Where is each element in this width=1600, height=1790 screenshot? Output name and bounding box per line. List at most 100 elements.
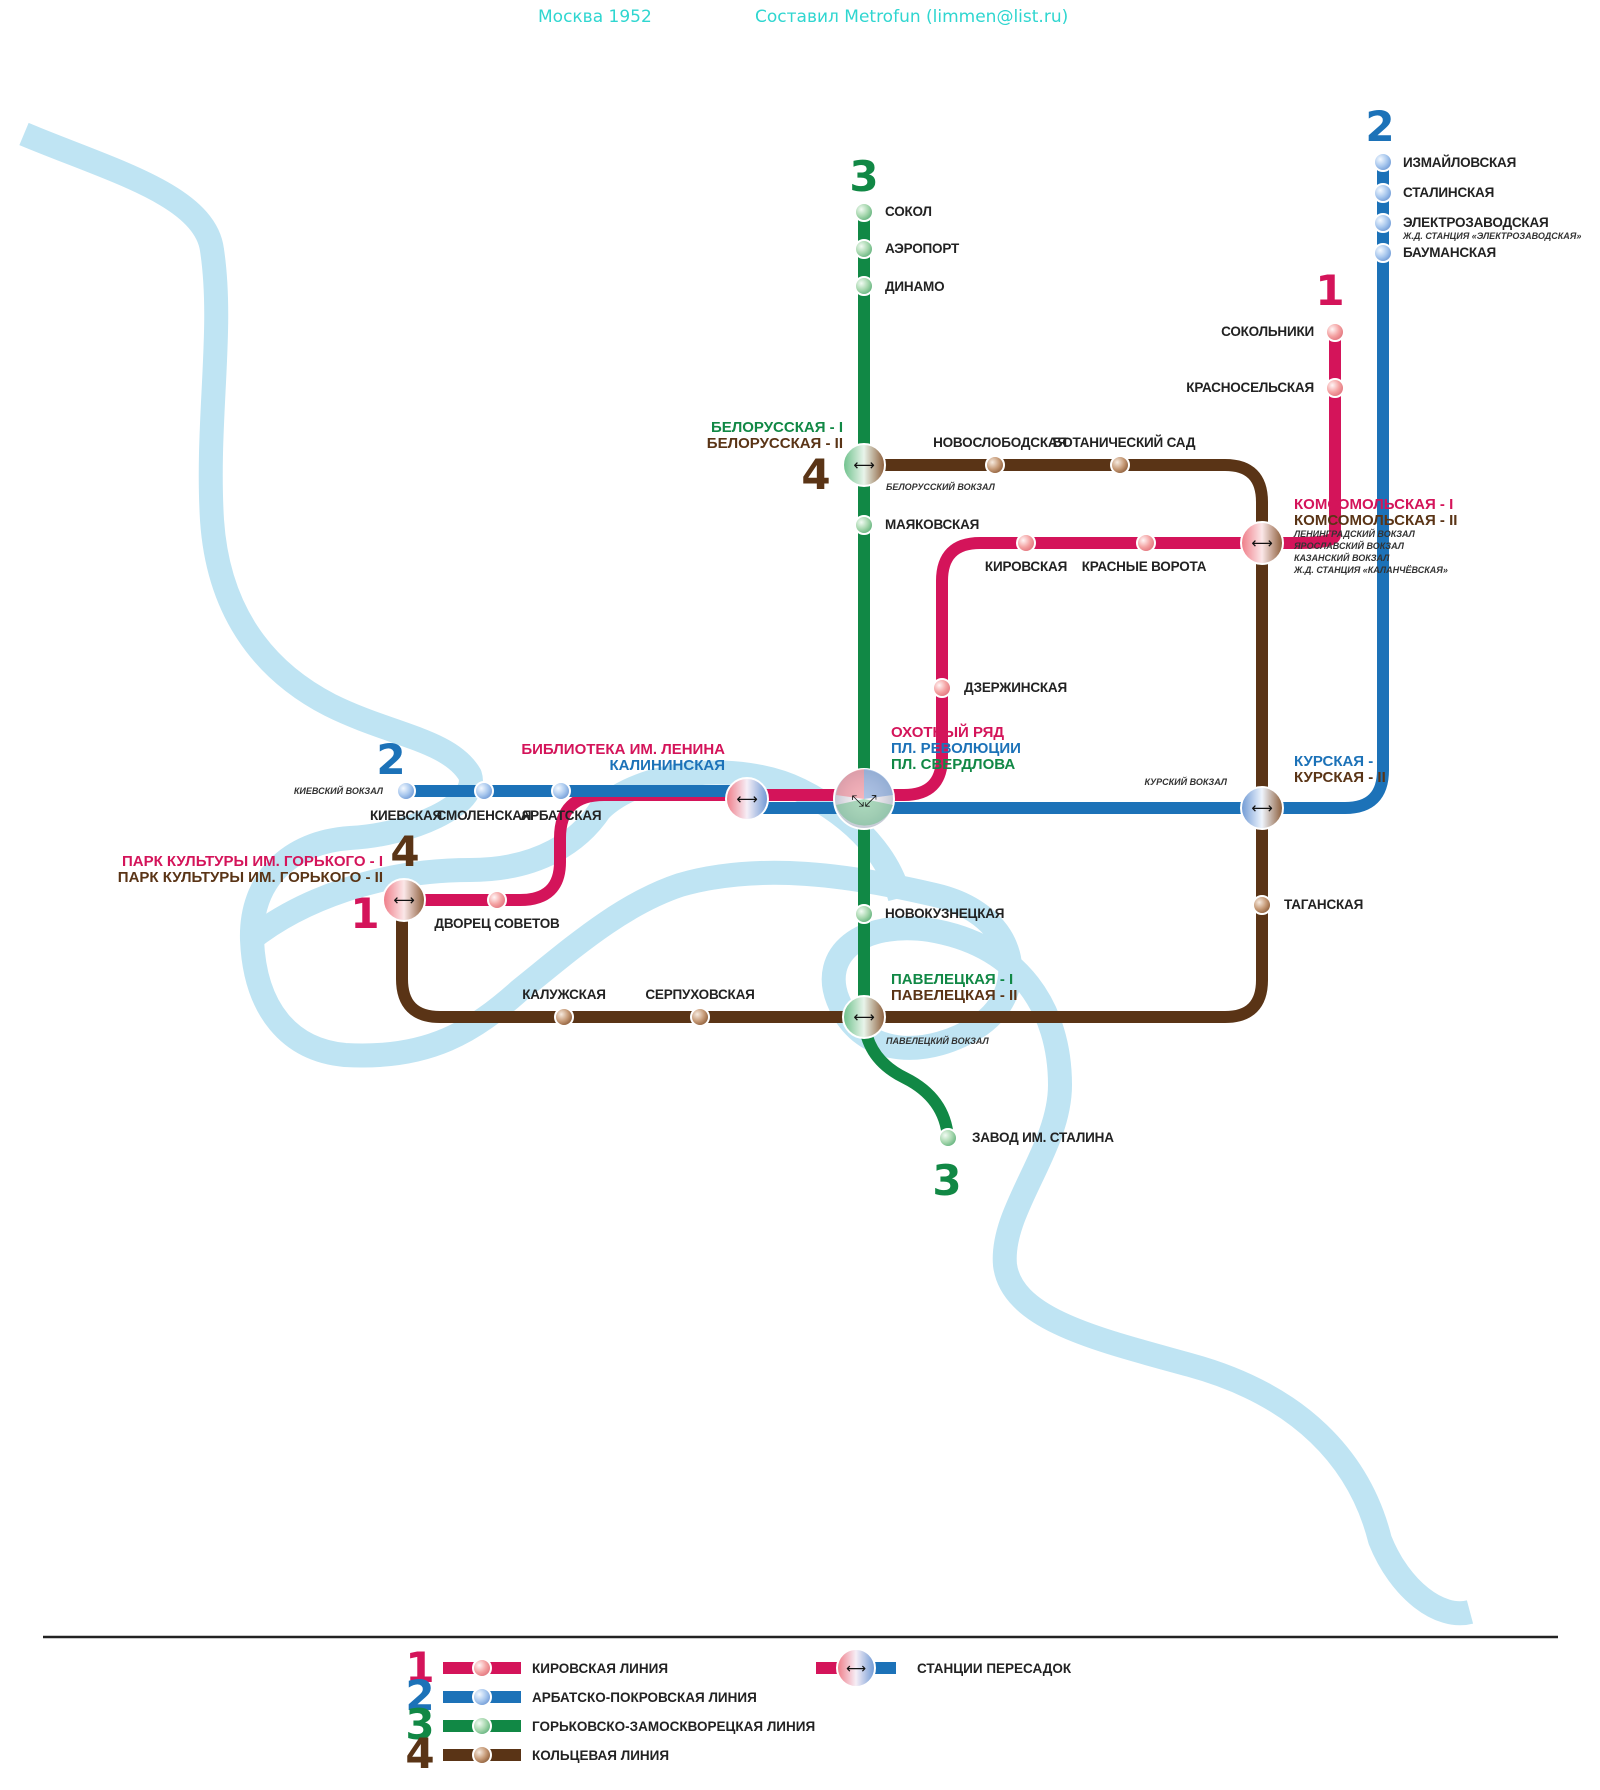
svg-text:2: 2 [405, 1671, 434, 1720]
transfer-paveletskaya[interactable]: ⟷ [842, 995, 886, 1039]
label-kurskaya-1: КУРСКАЯ - I [1294, 753, 1382, 770]
station-stalinskaya[interactable] [1373, 183, 1393, 203]
legend: 1 КИРОВСКАЯ ЛИНИЯ 2 АРБАТСКО-ПОКРОВСКАЯ … [43, 1635, 1558, 1778]
svg-text:⟷: ⟷ [853, 1008, 875, 1026]
line-1-number-northeast: 1 [1315, 266, 1344, 315]
legend-label-1: КИРОВСКАЯ ЛИНИЯ [532, 1661, 668, 1676]
stations [396, 152, 1393, 1148]
label-dinamo: ДИНАМО [885, 279, 944, 294]
station-sokolniki[interactable] [1325, 322, 1345, 342]
label-botanicheskiy: БОТАНИЧЕСКИЙ САД [1053, 435, 1196, 450]
label-baumanskaya: БАУМАНСКАЯ [1403, 245, 1496, 260]
station-novokuznetskaya[interactable] [854, 904, 874, 924]
svg-text:⟷: ⟷ [1251, 534, 1273, 552]
label-kalininskaya: КАЛИНИНСКАЯ [609, 757, 725, 774]
label-sokol: СОКОЛ [885, 204, 932, 219]
station-kaluzhskaya[interactable] [554, 1007, 574, 1027]
label-kirovskaya: КИРОВСКАЯ [985, 559, 1067, 574]
station-kirovskaya[interactable] [1016, 533, 1036, 553]
label-komsomolskaya-note2: ЯРОСЛАВСКИЙ ВОКЗАЛ [1293, 540, 1405, 551]
station-mayakovskaya[interactable] [854, 515, 874, 535]
label-okhotny: ОХОТНЫЙ РЯД [891, 723, 1004, 741]
station-zavod[interactable] [938, 1128, 958, 1148]
label-belorusskaya-1: БЕЛОРУССКАЯ - I [711, 419, 843, 436]
station-smolenskaya[interactable] [474, 781, 494, 801]
label-belorusskaya-2: БЕЛОРУССКАЯ - II [707, 435, 843, 452]
svg-text:⟷: ⟷ [393, 891, 415, 909]
label-izmaylovskaya: ИЗМАЙЛОВСКАЯ [1403, 155, 1516, 170]
transfer-komsomolskaya[interactable]: ⟷ [1240, 521, 1284, 565]
line-1-kirovskaya [396, 326, 1341, 906]
label-paveletskaya-1: ПАВЕЛЕЦКАЯ - I [891, 971, 1013, 988]
legend-line-1: 1 КИРОВСКАЯ ЛИНИЯ [405, 1643, 668, 1692]
transfer-belorusskaya[interactable]: ⟷ [842, 443, 886, 487]
station-serpukhovskaya[interactable] [690, 1007, 710, 1027]
label-komsomolskaya-note3: КАЗАНСКИЙ ВОКЗАЛ [1294, 552, 1390, 563]
label-park-kultury-2: ПАРК КУЛЬТУРЫ ИМ. ГОРЬКОГО - II [118, 869, 383, 886]
label-komsomolskaya-2: КОМСОМОЛЬСКАЯ - II [1294, 512, 1457, 529]
station-krasnoselskaya[interactable] [1325, 378, 1345, 398]
label-arbatskaya: АРБАТСКАЯ [521, 808, 602, 823]
label-sverdlova: ПЛ. СВЕРДЛОВА [891, 756, 1015, 773]
svg-text:⟷: ⟷ [1251, 799, 1273, 817]
label-stalinskaya: СТАЛИНСКАЯ [1403, 185, 1494, 200]
label-kurskaya-2: КУРСКАЯ - II [1294, 769, 1386, 786]
transfer-okhotny[interactable]: ⤡⤢ [833, 768, 895, 830]
map-author: Составил Metrofun (limmen@list.ru) [755, 7, 1068, 27]
legend-label-2: АРБАТСКО-ПОКРОВСКАЯ ЛИНИЯ [532, 1690, 757, 1705]
line-3-number-south: 3 [932, 1156, 961, 1205]
station-arbatskaya[interactable] [551, 781, 571, 801]
line-4-koltsevaya [396, 459, 1268, 1023]
line-2-number-west: 2 [376, 735, 405, 784]
legend-label-3: ГОРЬКОВСКО-ЗАМОСКВОРЕЦКАЯ ЛИНИЯ [532, 1719, 815, 1734]
label-dvorets: ДВОРЕЦ СОВЕТОВ [434, 916, 560, 931]
label-mayakovskaya: МАЯКОВСКАЯ [885, 517, 979, 532]
station-krasnye-vorota[interactable] [1136, 533, 1156, 553]
legend-line-3: 3 ГОРЬКОВСКО-ЗАМОСКВОРЕЦКАЯ ЛИНИЯ [405, 1700, 815, 1749]
svg-text:⟷: ⟷ [736, 790, 758, 808]
label-komsomolskaya-1: КОМСОМОЛЬСКАЯ - I [1294, 496, 1453, 513]
station-elektrozavodskaya[interactable] [1373, 213, 1393, 233]
label-kaluzhskaya: КАЛУЖСКАЯ [522, 987, 606, 1002]
legend-line-2: 2 АРБАТСКО-ПОКРОВСКАЯ ЛИНИЯ [405, 1671, 756, 1720]
station-dzerzhinskaya[interactable] [932, 678, 952, 698]
label-kievskaya: КИЕВСКАЯ [370, 808, 442, 823]
station-baumanskaya[interactable] [1373, 243, 1393, 263]
transfer-park-kultury[interactable]: ⟷ [382, 878, 426, 922]
svg-text:⟷: ⟷ [853, 456, 875, 474]
station-botanicheskiy[interactable] [1110, 455, 1130, 475]
legend-transfer-label: СТАНЦИИ ПЕРЕСАДОК [917, 1661, 1072, 1676]
label-paveletskiy-vokzal: ПАВЕЛЕЦКИЙ ВОКЗАЛ [886, 1035, 990, 1046]
line-2-arbatsko [400, 156, 1389, 814]
line-4-number-west: 4 [390, 827, 419, 876]
station-dinamo[interactable] [854, 276, 874, 296]
transfer-biblioteka[interactable]: ⟷ [725, 777, 769, 821]
label-smolenskaya: СМОЛЕНСКАЯ [437, 808, 532, 823]
transfer-kurskaya[interactable]: ⟷ [1240, 786, 1284, 830]
label-sokolniki: СОКОЛЬНИКИ [1221, 324, 1314, 339]
label-aeroport: АЭРОПОРТ [885, 241, 960, 256]
station-dvorets[interactable] [487, 890, 507, 910]
line-3-number-north: 3 [849, 152, 878, 201]
station-aeroport[interactable] [854, 239, 874, 259]
label-kurskiy-vokzal: КУРСКИЙ ВОКЗАЛ [1145, 776, 1228, 787]
label-biblioteka: БИБЛИОТЕКА ИМ. ЛЕНИНА [521, 741, 725, 758]
label-paveletskaya-2: ПАВЕЛЕЦКАЯ - II [891, 987, 1017, 1004]
station-taganskaya[interactable] [1252, 895, 1272, 915]
label-revolyutsii: ПЛ. РЕВОЛЮЦИИ [891, 740, 1021, 757]
station-kievskaya[interactable] [396, 781, 416, 801]
label-krasnye-vorota: КРАСНЫЕ ВОРОТА [1082, 559, 1207, 574]
label-krasnoselskaya: КРАСНОСЕЛЬСКАЯ [1186, 380, 1314, 395]
label-komsomolskaya-note4: Ж.Д. СТАНЦИЯ «КАЛАНЧЁВСКАЯ» [1293, 565, 1448, 575]
station-sokol[interactable] [854, 202, 874, 222]
legend-label-4: КОЛЬЦЕВАЯ ЛИНИЯ [532, 1748, 669, 1763]
station-izmaylovskaya[interactable] [1373, 152, 1393, 172]
station-novoslobodskaya[interactable] [985, 455, 1005, 475]
label-belorusskaya-note: БЕЛОРУССКИЙ ВОКЗАЛ [886, 481, 996, 492]
label-park-kultury-1: ПАРК КУЛЬТУРЫ ИМ. ГОРЬКОГО - I [122, 853, 383, 870]
label-serpukhovskaya: СЕРПУХОВСКАЯ [645, 987, 754, 1002]
label-komsomolskaya-note1: ЛЕНИНГРАДСКИЙ ВОКЗАЛ [1293, 528, 1416, 539]
line-1-number-southwest: 1 [350, 889, 379, 938]
svg-text:4: 4 [405, 1729, 434, 1778]
